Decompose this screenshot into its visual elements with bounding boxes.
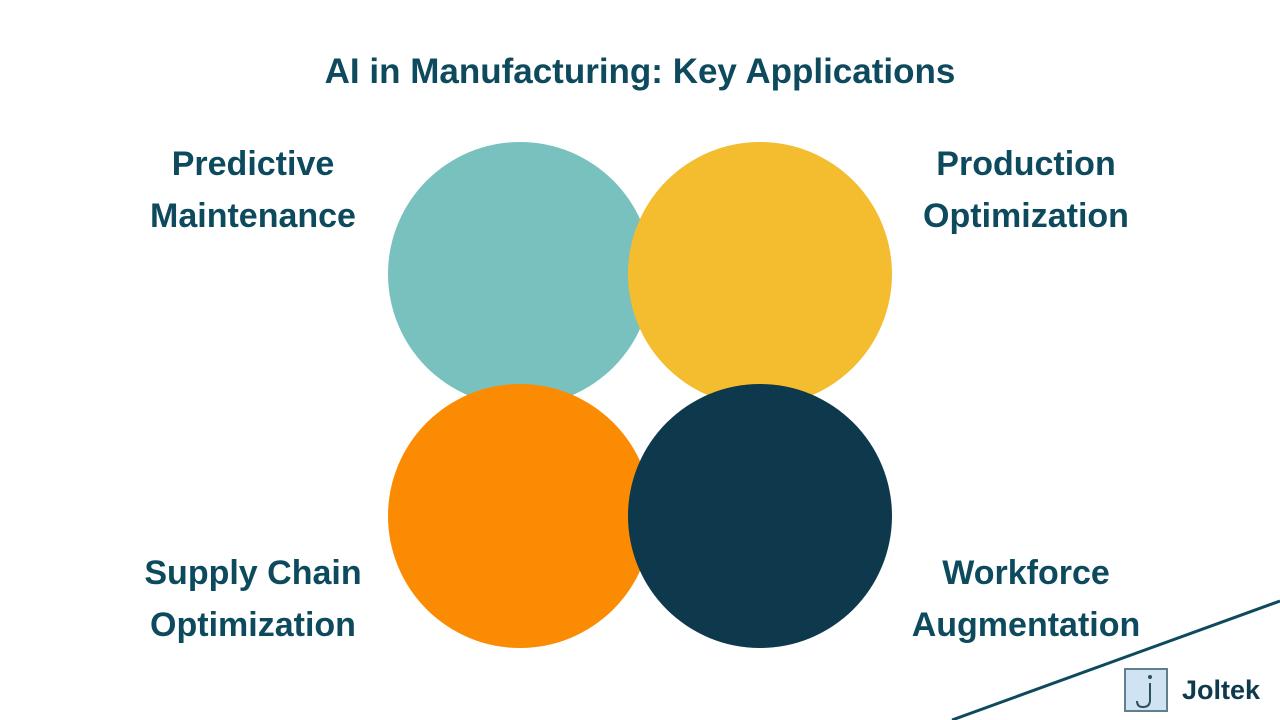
brand-logo: Joltek <box>1124 666 1260 714</box>
label-line: Predictive <box>171 145 335 183</box>
joltek-logo-icon <box>1124 668 1168 712</box>
brand-name: Joltek <box>1182 674 1261 705</box>
label-production-optimization: Production Optimization <box>876 138 1176 242</box>
label-workforce-augmentation: Workforce Augmentation <box>876 547 1176 651</box>
label-line: Workforce <box>942 554 1110 592</box>
circle-predictive-maintenance <box>388 142 652 406</box>
circle-supply-chain-optimization <box>388 384 652 648</box>
circle-production-optimization <box>628 142 892 406</box>
page-title: AI in Manufacturing: Key Applications <box>324 52 956 91</box>
circle-workforce-augmentation <box>628 384 892 648</box>
label-line: Supply Chain <box>144 554 362 592</box>
label-line: Optimization <box>150 606 356 644</box>
label-line: Maintenance <box>150 197 356 235</box>
label-line: Optimization <box>923 197 1129 235</box>
label-predictive-maintenance: Predictive Maintenance <box>103 138 403 242</box>
label-supply-chain-optimization: Supply Chain Optimization <box>103 547 403 651</box>
label-line: Augmentation <box>911 606 1141 644</box>
label-line: Production <box>936 145 1116 183</box>
